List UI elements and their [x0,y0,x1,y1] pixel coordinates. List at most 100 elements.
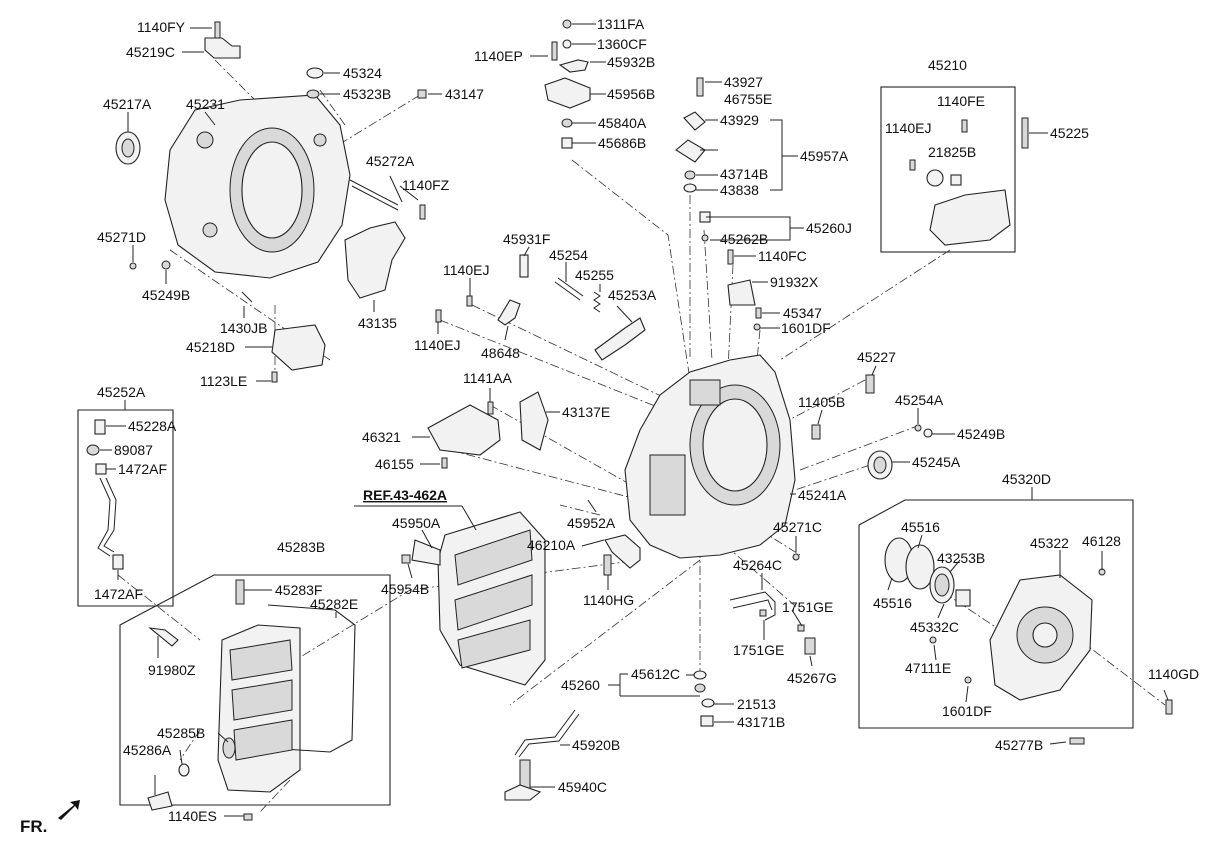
label-1360cf: 1360CF [597,36,647,52]
label-45219c: 45219C [126,44,175,60]
plug-parts-bottom [693,670,715,727]
label-43927: 43927 [724,74,763,90]
label-11405b: 11405B [798,394,845,410]
label-45217a: 45217A [103,96,152,112]
label-1140gd: 1140GD [1148,666,1199,682]
label-1751ge-b: 1751GE [733,642,784,658]
label-48648: 48648 [481,345,520,361]
label-45272a: 45272A [366,153,415,169]
baffle-43135 [344,221,406,299]
label-45320d: 45320D [1002,471,1051,487]
label-45254a: 45254A [895,392,944,408]
label-45267g: 45267G [787,670,837,686]
case-fasteners-right [792,374,933,561]
label-45255: 45255 [575,267,614,283]
oil-filter-46321 [427,404,501,469]
label-45260j: 45260J [806,220,852,236]
label-45347: 45347 [783,305,822,321]
oil-seal-45217a [115,131,141,165]
label-21513: 21513 [737,696,776,712]
label-43137e: 43137E [562,404,610,420]
label-43838: 43838 [720,182,759,198]
baffle-43137e [519,391,549,451]
label-43253b: 43253B [937,550,985,566]
label-45516-bot: 45516 [873,595,912,611]
label-45612c: 45612C [631,666,680,682]
label-46155: 46155 [375,456,414,472]
label-1472af-top: 1472AF [118,461,167,477]
detent-parts [675,77,762,331]
label-1140fc: 1140FC [758,248,807,264]
label-46128: 46128 [1082,533,1121,549]
label-45227: 45227 [857,349,896,365]
valve-actuator-group-frame [880,86,1016,253]
bracket-45218d [271,324,326,383]
label-45286a: 45286A [123,742,172,758]
label-45241a: 45241A [798,487,847,503]
label-1601df-right: 1601DF [942,703,992,719]
label-45954b: 45954B [381,581,429,597]
small-parts-top-left [129,67,427,303]
label-1430jb: 1430JB [220,320,267,336]
bracket-45219c [204,21,241,59]
label-46321: 46321 [362,429,401,445]
label-45282e: 45282E [310,596,358,612]
detent-spring-parts [435,254,646,415]
label-45245a: 45245A [912,454,961,470]
rear-cover-group-frame [858,499,1134,729]
label-45931f: 45931F [503,231,550,247]
label-45322: 45322 [1030,535,1069,551]
label-45277b: 45277B [995,737,1043,753]
label-45271c: 45271C [773,519,822,535]
rear-cover-assembly-45320d [884,537,1173,745]
label-45956b: 45956B [607,86,655,102]
label-1311fa: 1311FA [597,16,645,32]
label-45210: 45210 [928,57,967,73]
label-45686b: 45686B [598,135,646,151]
manual-shaft-parts [544,19,591,149]
bracket-46210a [603,534,641,576]
label-43135: 43135 [358,315,397,331]
label-1472af-bottom: 1472AF [94,586,143,602]
valve-body-ref [401,511,546,686]
label-1140ej-top: 1140EJ [885,120,931,136]
label-91932x: 91932X [770,274,819,290]
label-45950a: 45950A [392,515,441,531]
leader-lines [100,23,1169,817]
label-45264c: 45264C [733,557,782,573]
label-1140fz: 1140FZ [402,177,450,193]
oil-pipe-group-frame [77,409,174,607]
converter-housing-45231 [164,94,351,279]
actuator-assembly-45210 [909,117,1029,246]
label-45940c: 45940C [558,779,607,795]
label-1123le: 1123LE [200,373,247,389]
label-47111e: 47111E [905,660,951,676]
label-45262b: 45262B [720,231,768,247]
label-45324: 45324 [343,65,382,81]
label-1140hg: 1140HG [583,592,634,608]
label-45283f: 45283F [275,582,322,598]
label-45271d: 45271D [97,229,146,245]
label-1140ej-mid: 1140EJ [443,262,489,278]
label-45253a: 45253A [608,287,657,303]
label-45957a: 45957A [800,148,849,164]
label-43929: 43929 [720,112,759,128]
label-1140ep: 1140EP [474,48,523,64]
label-45323b: 45323B [343,86,391,102]
label-45920b: 45920B [572,737,620,753]
label-45932b: 45932B [607,54,655,70]
label-1140es: 1140ES [168,808,217,824]
label-1140fy: 1140FY [137,19,186,35]
label-45952a: 45952A [567,515,616,531]
sensor-45920b [504,709,580,801]
label-45840a: 45840A [598,115,647,131]
label-45516-top: 45516 [901,519,940,535]
label-43147: 43147 [445,86,484,102]
label-45254: 45254 [549,247,588,263]
label-91980z: 91980Z [148,662,196,678]
label-1141aa: 1141AA [463,370,512,386]
transmission-case-45241a [624,354,796,559]
label-45218d: 45218D [186,339,235,355]
label-45252a: 45252A [97,384,146,400]
